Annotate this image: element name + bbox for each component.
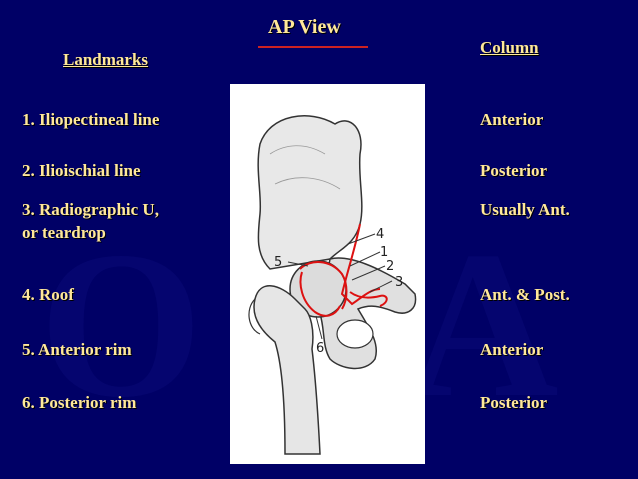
- leader-lines: [287, 233, 393, 340]
- column-header: Column: [480, 38, 539, 57]
- femur-outline: [253, 285, 321, 455]
- landmark-2: 2. Ilioischial line: [22, 161, 141, 180]
- landmark-4: 4. Roof: [22, 285, 74, 304]
- red-landmark-rim: [299, 271, 341, 317]
- slide-title: AP View: [268, 16, 341, 38]
- landmark-1: 1. Iliopectineal line: [22, 110, 160, 129]
- landmarks-header: Landmarks: [63, 50, 149, 69]
- landmark-3-line2: or teardrop: [22, 223, 106, 242]
- obturator-foramen: [336, 319, 374, 349]
- figure-label-6: 6: [316, 341, 324, 356]
- column-3: Usually Ant.: [480, 200, 570, 219]
- title-underline: [258, 46, 368, 48]
- column-5: Anterior: [480, 340, 544, 359]
- greater-trochanter: [248, 298, 261, 335]
- figure-label-3: 3: [395, 275, 403, 290]
- column-6: Posterior: [480, 393, 548, 412]
- landmark-3: 3. Radiographic U,: [22, 200, 159, 219]
- hip-diagram-svg: 1 2 3 4 5 6: [248, 115, 417, 455]
- red-landmark-roof: [299, 261, 348, 310]
- figure-label-4: 4: [376, 227, 384, 242]
- figure-label-1: 1: [380, 245, 388, 260]
- figure-label-2: 2: [386, 259, 394, 274]
- column-4: Ant. & Post.: [480, 285, 570, 304]
- ilium-outline: [257, 115, 363, 270]
- landmark-5: 5. Anterior rim: [22, 340, 132, 359]
- landmark-6: 6. Posterior rim: [22, 393, 137, 412]
- hip-ap-diagram: 1 2 3 4 5 6: [230, 84, 425, 464]
- column-2: Posterior: [480, 161, 548, 180]
- figure-label-5: 5: [274, 255, 282, 270]
- ilium-texture: [269, 145, 341, 190]
- red-landmark-teardrop: [349, 291, 388, 307]
- column-1: Anterior: [480, 110, 544, 129]
